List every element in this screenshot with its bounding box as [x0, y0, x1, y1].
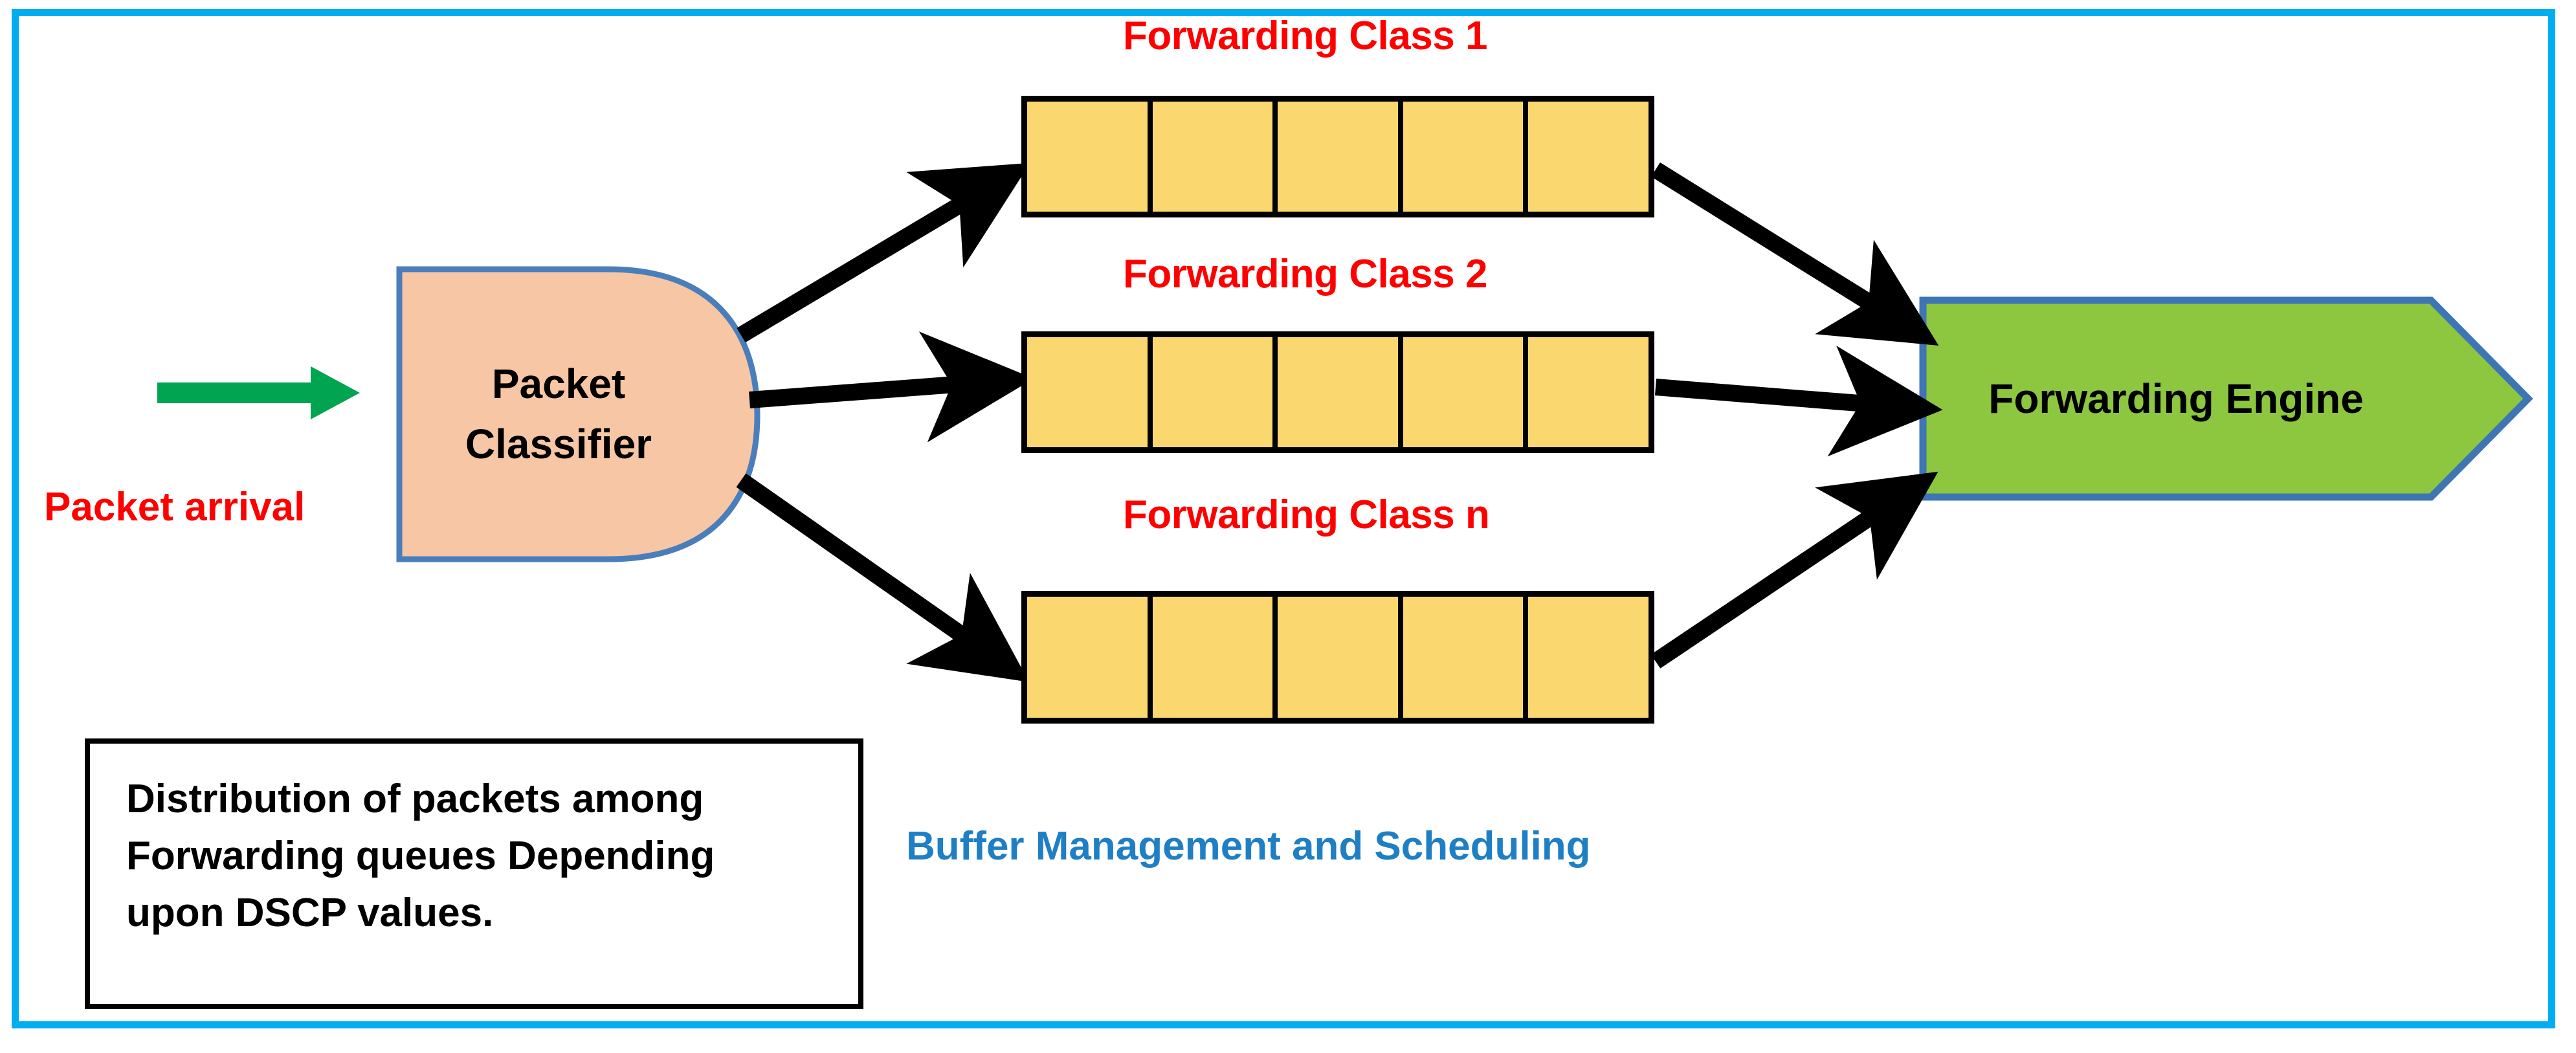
green-right-arrow-icon: [157, 366, 360, 419]
note-line-2: Forwarding queues Depending: [126, 834, 715, 879]
packet-classifier-shape[interactable]: [396, 266, 761, 562]
forwarding-queue-2[interactable]: [1021, 331, 1654, 453]
note-line-3: upon DSCP values.: [126, 891, 494, 936]
queue-cell[interactable]: [1152, 102, 1278, 212]
queue-cell[interactable]: [1403, 337, 1529, 447]
note-line-1: Distribution of packets among: [126, 777, 704, 821]
queue-cell[interactable]: [1403, 102, 1529, 212]
arrow-classifier-to-queue-2: [749, 331, 1034, 443]
queue-cell[interactable]: [1528, 597, 1649, 718]
outer-border-frame: [12, 9, 2555, 1028]
queue-cell[interactable]: [1403, 597, 1529, 718]
queue-cell[interactable]: [1278, 597, 1403, 718]
forwarding-engine-shape[interactable]: [1919, 296, 2533, 501]
queue-cell[interactable]: [1528, 337, 1649, 447]
arrow-queue-2-to-engine: [1654, 346, 1943, 457]
arrow-classifier-to-queue-3: [736, 473, 1030, 682]
forwarding-queue-1[interactable]: [1021, 96, 1654, 217]
forwarding-class-n-label: Forwarding Class n: [1123, 493, 1490, 537]
queue-cell[interactable]: [1027, 102, 1153, 212]
forwarding-queue-n[interactable]: [1021, 591, 1654, 724]
queue-cell[interactable]: [1528, 102, 1649, 212]
queue-cell[interactable]: [1278, 102, 1403, 212]
queue-to-engine-arrows: [1650, 162, 1943, 669]
queue-cell[interactable]: [1152, 337, 1278, 447]
forwarding-class-1-label: Forwarding Class 1: [1123, 14, 1487, 58]
packet-arrival-label: Packet arrival: [44, 485, 305, 529]
classifier-to-queue-arrows: [736, 162, 1034, 682]
forwarding-class-2-label: Forwarding Class 2: [1123, 252, 1487, 296]
arrow-queue-1-to-engine: [1651, 162, 1939, 346]
buffer-management-caption: Buffer Management and Scheduling: [906, 824, 1591, 869]
arrow-classifier-to-queue-1: [737, 162, 1030, 343]
queue-cell[interactable]: [1027, 597, 1153, 718]
note-box: Distribution of packets among Forwarding…: [85, 738, 863, 1009]
arrow-queue-3-to-engine: [1650, 471, 1938, 669]
queue-cell[interactable]: [1278, 337, 1403, 447]
queue-cell[interactable]: [1152, 597, 1278, 718]
queue-cell[interactable]: [1027, 337, 1153, 447]
